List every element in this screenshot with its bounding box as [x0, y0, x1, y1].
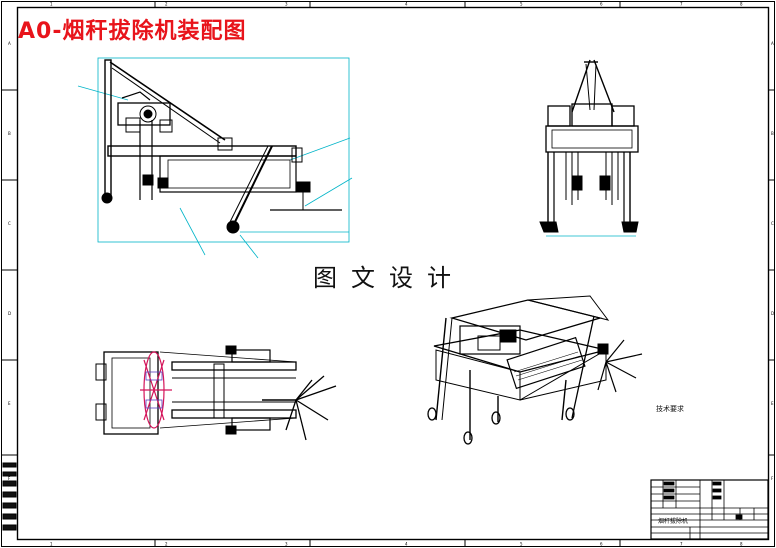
- zone-number-label: 4: [405, 542, 408, 547]
- binding-strip: [2, 462, 17, 531]
- zone-number-label: 5: [520, 2, 523, 7]
- zone-number-label: 8: [740, 2, 743, 7]
- zone-number-label: 2: [165, 542, 168, 547]
- drawing-title: A0-烟秆拔除机装配图: [18, 19, 247, 44]
- zone-letter-label: D: [771, 311, 774, 316]
- zone-number-label: 2: [165, 2, 168, 7]
- title-block-name: 烟秆拔除机: [658, 518, 689, 525]
- zone-number-label: 8: [740, 542, 743, 547]
- zone-number-label: 5: [520, 542, 523, 547]
- zone-number-label: 3: [285, 2, 288, 7]
- zone-letter-label: E: [8, 401, 11, 406]
- zone-letter-label: E: [771, 401, 774, 406]
- zone-number-label: 4: [405, 2, 408, 7]
- zone-letter-label: D: [8, 311, 11, 316]
- zone-number-label: 3: [285, 542, 288, 547]
- zone-letter-label: C: [771, 221, 774, 226]
- top-view: [95, 345, 337, 441]
- zone-letter-label: A: [8, 41, 11, 46]
- zone-number-label: 1: [50, 2, 53, 7]
- zone-letter-label: C: [8, 221, 11, 226]
- side-view: [539, 59, 639, 237]
- zone-number-label: 6: [600, 542, 603, 547]
- title-block: [650, 479, 769, 540]
- zone-number-label: 6: [600, 2, 603, 7]
- isometric-view: [427, 295, 643, 445]
- zone-letter-label: F: [771, 476, 774, 481]
- zone-letter-label: B: [8, 131, 11, 136]
- technical-requirements-label: 技术要求: [656, 405, 684, 413]
- zone-letter-label: A: [771, 41, 774, 46]
- zone-number-label: 7: [680, 2, 683, 7]
- zone-number-label: 7: [680, 542, 683, 547]
- watermark-text: 图文设计: [313, 264, 465, 292]
- zone-number-label: 1: [50, 542, 53, 547]
- zone-letter-label: F: [8, 476, 11, 481]
- front-view: [77, 57, 353, 259]
- zone-letter-label: B: [771, 131, 774, 136]
